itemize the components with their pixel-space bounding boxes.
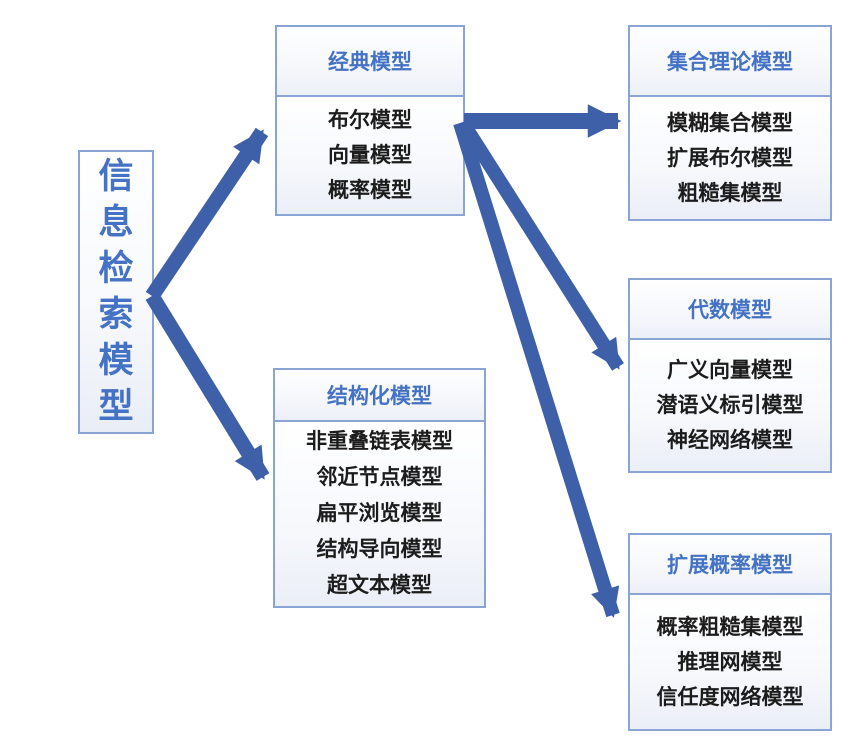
node-header: 经典模型 — [277, 27, 463, 97]
list-item: 布尔模型 — [328, 109, 412, 132]
node-header: 扩展概率模型 — [630, 535, 830, 595]
list-item: 概率粗糙集模型 — [656, 615, 804, 639]
list-item: 信任度网络模型 — [656, 685, 804, 709]
node-title: 集合理论模型 — [667, 51, 793, 74]
node-title: 代数模型 — [688, 299, 772, 322]
node-body: 布尔模型 向量模型 概率模型 — [277, 97, 463, 214]
node-header: 代数模型 — [630, 280, 830, 340]
node-information-retrieval-models: 信息检索模型 — [78, 150, 154, 434]
node-body: 模糊集合模型 扩展布尔模型 粗糙集模型 — [630, 97, 830, 219]
node-body: 概率粗糙集模型 推理网模型 信任度网络模型 — [630, 595, 830, 729]
node-header: 集合理论模型 — [630, 27, 830, 97]
list-item: 概率模型 — [328, 179, 412, 202]
list-item: 粗糙集模型 — [677, 181, 783, 205]
node-body: 非重叠链表模型 邻近节点模型 扁平浏览模型 结构导向模型 超文本模型 — [275, 422, 484, 606]
node-header: 结构化模型 — [275, 370, 484, 422]
node-title: 扩展概率模型 — [667, 554, 793, 577]
list-item: 超文本模型 — [327, 574, 432, 597]
node-extended-probability-models: 扩展概率模型 概率粗糙集模型 推理网模型 信任度网络模型 — [628, 533, 832, 731]
arrow-classic-to-algebraic — [457, 119, 624, 371]
list-item: 神经网络模型 — [667, 429, 793, 452]
node-algebraic-models: 代数模型 广义向量模型 潜语义标引模型 神经网络模型 — [628, 278, 832, 473]
list-item: 推理网模型 — [677, 650, 783, 674]
node-classic-models: 经典模型 布尔模型 向量模型 概率模型 — [275, 25, 465, 216]
root-title: 信息检索模型 — [98, 157, 134, 426]
arrow-root-to-structured — [145, 292, 270, 481]
list-item: 扩展布尔模型 — [667, 146, 793, 170]
arrow-root-to-classic — [145, 127, 269, 301]
list-item: 结构导向模型 — [316, 538, 443, 561]
node-structured-models: 结构化模型 非重叠链表模型 邻近节点模型 扁平浏览模型 结构导向模型 超文本模型 — [273, 368, 486, 608]
list-item: 扁平浏览模型 — [316, 502, 443, 525]
node-title: 结构化模型 — [327, 385, 432, 408]
node-body: 广义向量模型 潜语义标引模型 神经网络模型 — [630, 340, 830, 471]
list-item: 广义向量模型 — [667, 359, 793, 382]
list-item: 模糊集合模型 — [667, 111, 793, 135]
list-item: 邻近节点模型 — [316, 466, 443, 489]
list-item: 潜语义标引模型 — [656, 394, 804, 417]
node-set-theory-models: 集合理论模型 模糊集合模型 扩展布尔模型 粗糙集模型 — [628, 25, 832, 221]
list-item: 向量模型 — [328, 144, 412, 167]
list-item: 非重叠链表模型 — [306, 430, 453, 453]
node-title: 经典模型 — [328, 51, 412, 74]
